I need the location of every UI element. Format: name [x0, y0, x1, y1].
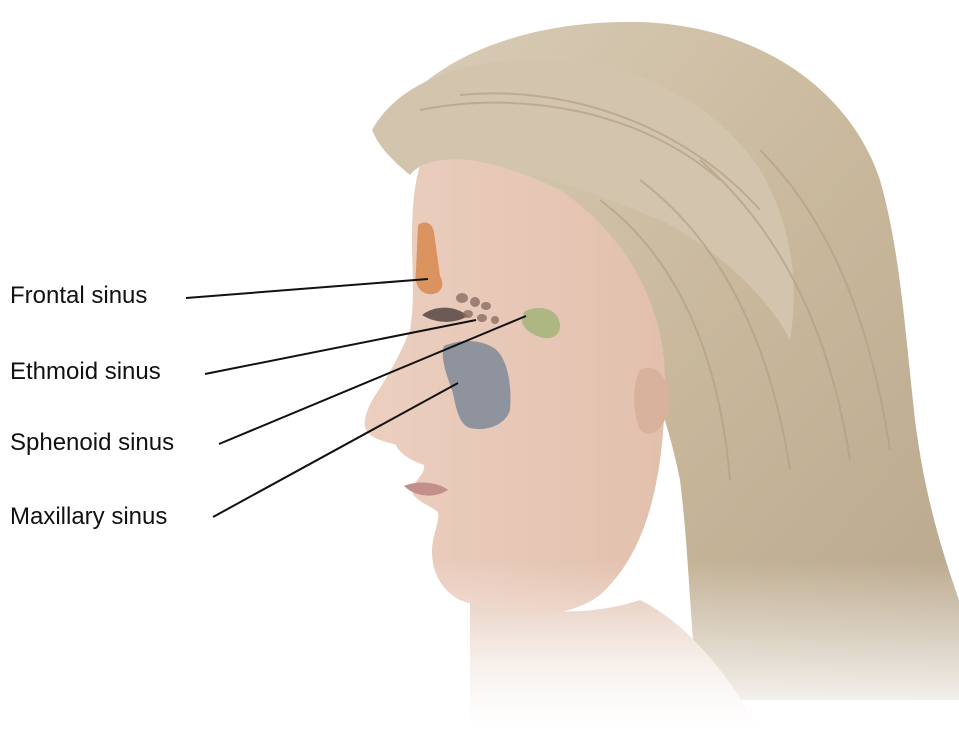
maxillary-sinus-label: Maxillary sinus	[10, 503, 167, 531]
sphenoid-sinus-label: Sphenoid sinus	[10, 429, 174, 457]
ethmoid-sinus-label: Ethmoid sinus	[10, 358, 161, 386]
bottom-fade	[330, 560, 959, 731]
frontal-sinus-label: Frontal sinus	[10, 282, 147, 310]
frontal-leader-line	[186, 279, 428, 298]
